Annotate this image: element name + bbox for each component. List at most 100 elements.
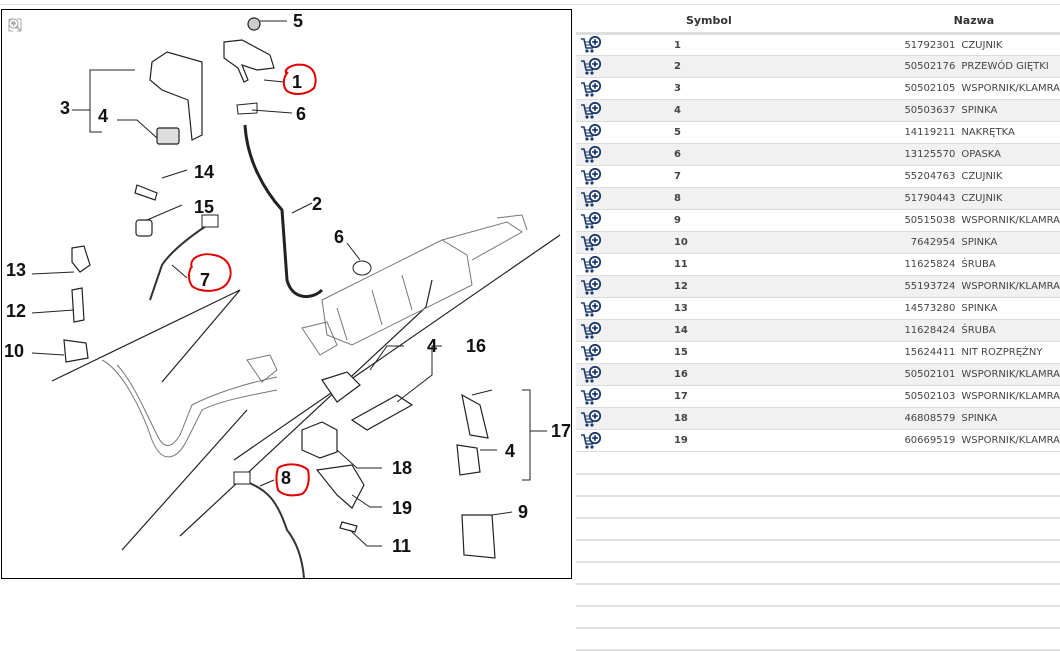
highlight-circle-8 [275, 463, 310, 497]
cart-plus-icon[interactable] [580, 255, 602, 274]
highlight-circle-1 [282, 63, 317, 95]
row-part-name: ŚRUBA [955, 253, 1060, 276]
cart-plus-icon[interactable] [580, 101, 602, 120]
table-row[interactable]: 4 50503637 SPINKA [576, 99, 1060, 122]
cart-plus-icon[interactable] [580, 211, 602, 230]
callout-4[interactable]: 4 [98, 106, 108, 126]
callout-1[interactable]: 1 [292, 72, 302, 92]
table-row[interactable]: 2 50502176 PRZEWÓD GIĘTKI [576, 55, 1060, 78]
row-part-number: 11625824 [835, 253, 956, 276]
table-row[interactable]: 13 14573280 SPINKA [576, 297, 1060, 320]
row-symbol: 6 [613, 143, 836, 166]
bolt-11-part [339, 521, 358, 533]
bracket-3-part [149, 51, 203, 145]
empty-row [576, 539, 1060, 563]
empty-row [576, 561, 1060, 585]
table-row[interactable]: 15 15624411 NIT ROZPRĘŻNY [576, 341, 1060, 364]
table-row[interactable]: 14 11628424 ŚRUBA [576, 319, 1060, 342]
table-row[interactable]: 7 55204763 CZUJNIK [576, 165, 1060, 188]
row-symbol: 1 [613, 33, 836, 56]
header-symbol[interactable]: Symbol [613, 9, 836, 35]
row-part-name: WSPORNIK/KLAMRA [955, 275, 1060, 298]
callout-12[interactable]: 12 [6, 301, 26, 321]
callout-3[interactable]: 3 [60, 98, 70, 118]
callout-19[interactable]: 19 [392, 498, 412, 518]
parts-diagram[interactable]: 5 1 6 3 4 14 15 2 6 13 7 12 10 4 16 17 4… [1, 9, 572, 579]
row-part-name: WSPORNIK/KLAMRA [955, 77, 1060, 100]
callout-18[interactable]: 18 [392, 458, 412, 478]
header-name[interactable]: Nazwa [835, 9, 1060, 35]
row-part-number: 14119211 [835, 121, 956, 144]
callout-17[interactable]: 17 [551, 421, 571, 441]
cart-plus-icon[interactable] [580, 343, 602, 362]
row-symbol: 18 [613, 407, 836, 430]
zoom-out-icon[interactable] [8, 18, 22, 32]
cart-plus-icon[interactable] [580, 36, 602, 54]
callout-4c[interactable]: 4 [505, 441, 515, 461]
table-row[interactable]: 1 51792301 CZUJNIK [576, 33, 1060, 56]
table-row[interactable]: 3 50502105 WSPORNIK/KLAMRA [576, 77, 1060, 100]
callout-14[interactable]: 14 [194, 162, 214, 182]
table-header-row: Symbol Nazwa [576, 9, 1060, 35]
cart-plus-icon[interactable] [580, 365, 602, 384]
cart-plus-icon[interactable] [580, 123, 602, 142]
table-row[interactable]: 18 46808579 SPINKA [576, 407, 1060, 430]
bracket-16-part [350, 394, 414, 431]
row-part-number: 50515038 [835, 209, 956, 232]
table-row[interactable]: 11 11625824 ŚRUBA [576, 253, 1060, 276]
cart-plus-icon[interactable] [580, 189, 602, 208]
callout-8[interactable]: 8 [281, 468, 291, 488]
table-row[interactable]: 10 7642954 SPINKA [576, 231, 1060, 254]
row-part-name: OPASKA [955, 143, 1060, 166]
cart-plus-icon[interactable] [580, 145, 602, 164]
empty-row [576, 583, 1060, 607]
table-row[interactable]: 5 14119211 NAKRĘTKA [576, 121, 1060, 144]
row-symbol: 11 [613, 253, 836, 276]
callout-6b[interactable]: 6 [334, 227, 344, 247]
cart-plus-icon[interactable] [580, 321, 602, 340]
row-part-number: 60669519 [835, 429, 956, 452]
table-row[interactable]: 9 50515038 WSPORNIK/KLAMRA [576, 209, 1060, 232]
cart-plus-icon[interactable] [580, 277, 602, 296]
row-part-name: NAKRĘTKA [955, 121, 1060, 144]
table-row[interactable]: 8 51790443 CZUJNIK [576, 187, 1060, 210]
callout-5[interactable]: 5 [293, 11, 303, 31]
callout-11[interactable]: 11 [392, 536, 411, 556]
callout-4b[interactable]: 4 [427, 336, 437, 356]
row-part-number: 11628424 [835, 319, 956, 342]
callout-9[interactable]: 9 [518, 502, 528, 522]
cart-plus-icon[interactable] [580, 167, 602, 186]
bracket-9-part [461, 514, 496, 559]
cart-plus-icon[interactable] [580, 387, 602, 406]
callout-15[interactable]: 15 [194, 197, 214, 217]
row-symbol: 2 [613, 55, 836, 78]
hose-2-part [243, 124, 324, 299]
cart-plus-icon[interactable] [580, 409, 602, 428]
cart-plus-icon[interactable] [580, 57, 602, 76]
callout-6[interactable]: 6 [296, 104, 306, 124]
table-row[interactable]: 12 55193724 WSPORNIK/KLAMRA [576, 275, 1060, 298]
row-part-name: NIT ROZPRĘŻNY [955, 341, 1060, 364]
cart-plus-icon[interactable] [580, 431, 602, 450]
row-symbol: 5 [613, 121, 836, 144]
callout-2[interactable]: 2 [312, 194, 322, 214]
row-part-name: WSPORNIK/KLAMRA [955, 429, 1060, 452]
table-row[interactable]: 17 50502103 WSPORNIK/KLAMRA [576, 385, 1060, 408]
callout-7[interactable]: 7 [200, 270, 210, 290]
table-row[interactable]: 16 50502101 WSPORNIK/KLAMRA [576, 363, 1060, 386]
table-row[interactable]: 19 60669519 WSPORNIK/KLAMRA [576, 429, 1060, 452]
cart-plus-icon[interactable] [580, 299, 602, 318]
row-symbol: 15 [613, 341, 836, 364]
callout-10[interactable]: 10 [4, 341, 24, 361]
callout-16[interactable]: 16 [466, 336, 486, 356]
cart-plus-icon[interactable] [580, 79, 602, 98]
table-row[interactable]: 6 13125570 OPASKA [576, 143, 1060, 166]
row-part-number: 14573280 [835, 297, 956, 320]
cart-plus-icon[interactable] [580, 233, 602, 252]
empty-row [576, 495, 1060, 519]
clip-4-part [321, 371, 361, 403]
callout-13[interactable]: 13 [6, 260, 26, 280]
highlight-circle-7 [188, 253, 232, 292]
row-symbol: 7 [613, 165, 836, 188]
top-divider [0, 4, 1060, 5]
